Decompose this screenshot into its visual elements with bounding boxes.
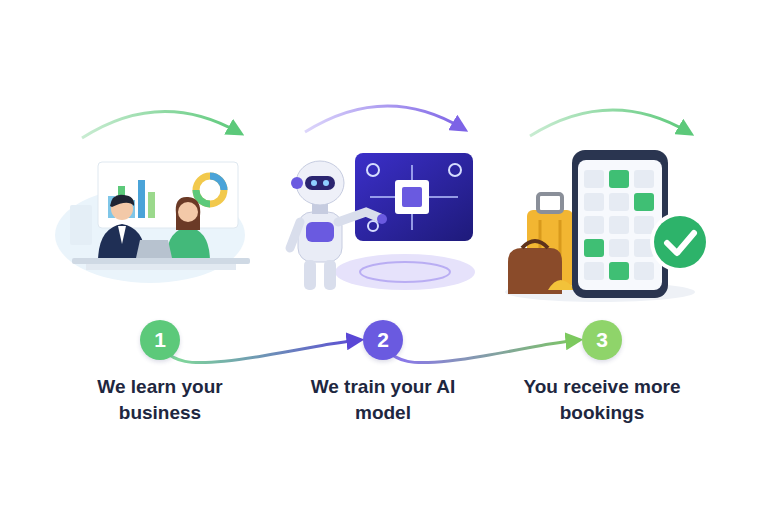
step-label: We train your AI model	[288, 374, 478, 426]
step-number: 2	[377, 328, 389, 352]
step-number: 1	[154, 328, 166, 352]
calendar-cell	[634, 216, 654, 234]
step-number-circle: 3	[582, 320, 622, 360]
step-number: 3	[596, 328, 608, 352]
calendar-cell	[584, 239, 604, 257]
calendar-cell	[584, 170, 604, 188]
robot-illustration	[290, 153, 475, 290]
calendar-cell	[609, 193, 629, 211]
step-label: You receive more bookings	[507, 374, 697, 426]
calendar-cell	[584, 262, 604, 280]
top-arc	[305, 106, 462, 132]
step-number-circle: 2	[363, 320, 403, 360]
calendar-cell	[609, 170, 629, 188]
flow-arrow	[377, 334, 578, 363]
booking-illustration	[505, 150, 710, 302]
step-number-circle: 1	[140, 320, 180, 360]
calendar-cell	[609, 239, 629, 257]
calendar-cell	[584, 216, 604, 234]
meeting-illustration	[55, 162, 250, 283]
calendar-cell	[634, 193, 654, 211]
top-arc	[82, 111, 238, 138]
calendar-cell	[609, 262, 629, 280]
flow-arrow	[154, 334, 359, 363]
step-label: We learn your business	[65, 374, 255, 426]
calendar-cell	[584, 193, 604, 211]
calendar-cell	[609, 216, 629, 234]
calendar-cell	[634, 170, 654, 188]
top-arc	[530, 110, 688, 136]
calendar-cell	[634, 262, 654, 280]
